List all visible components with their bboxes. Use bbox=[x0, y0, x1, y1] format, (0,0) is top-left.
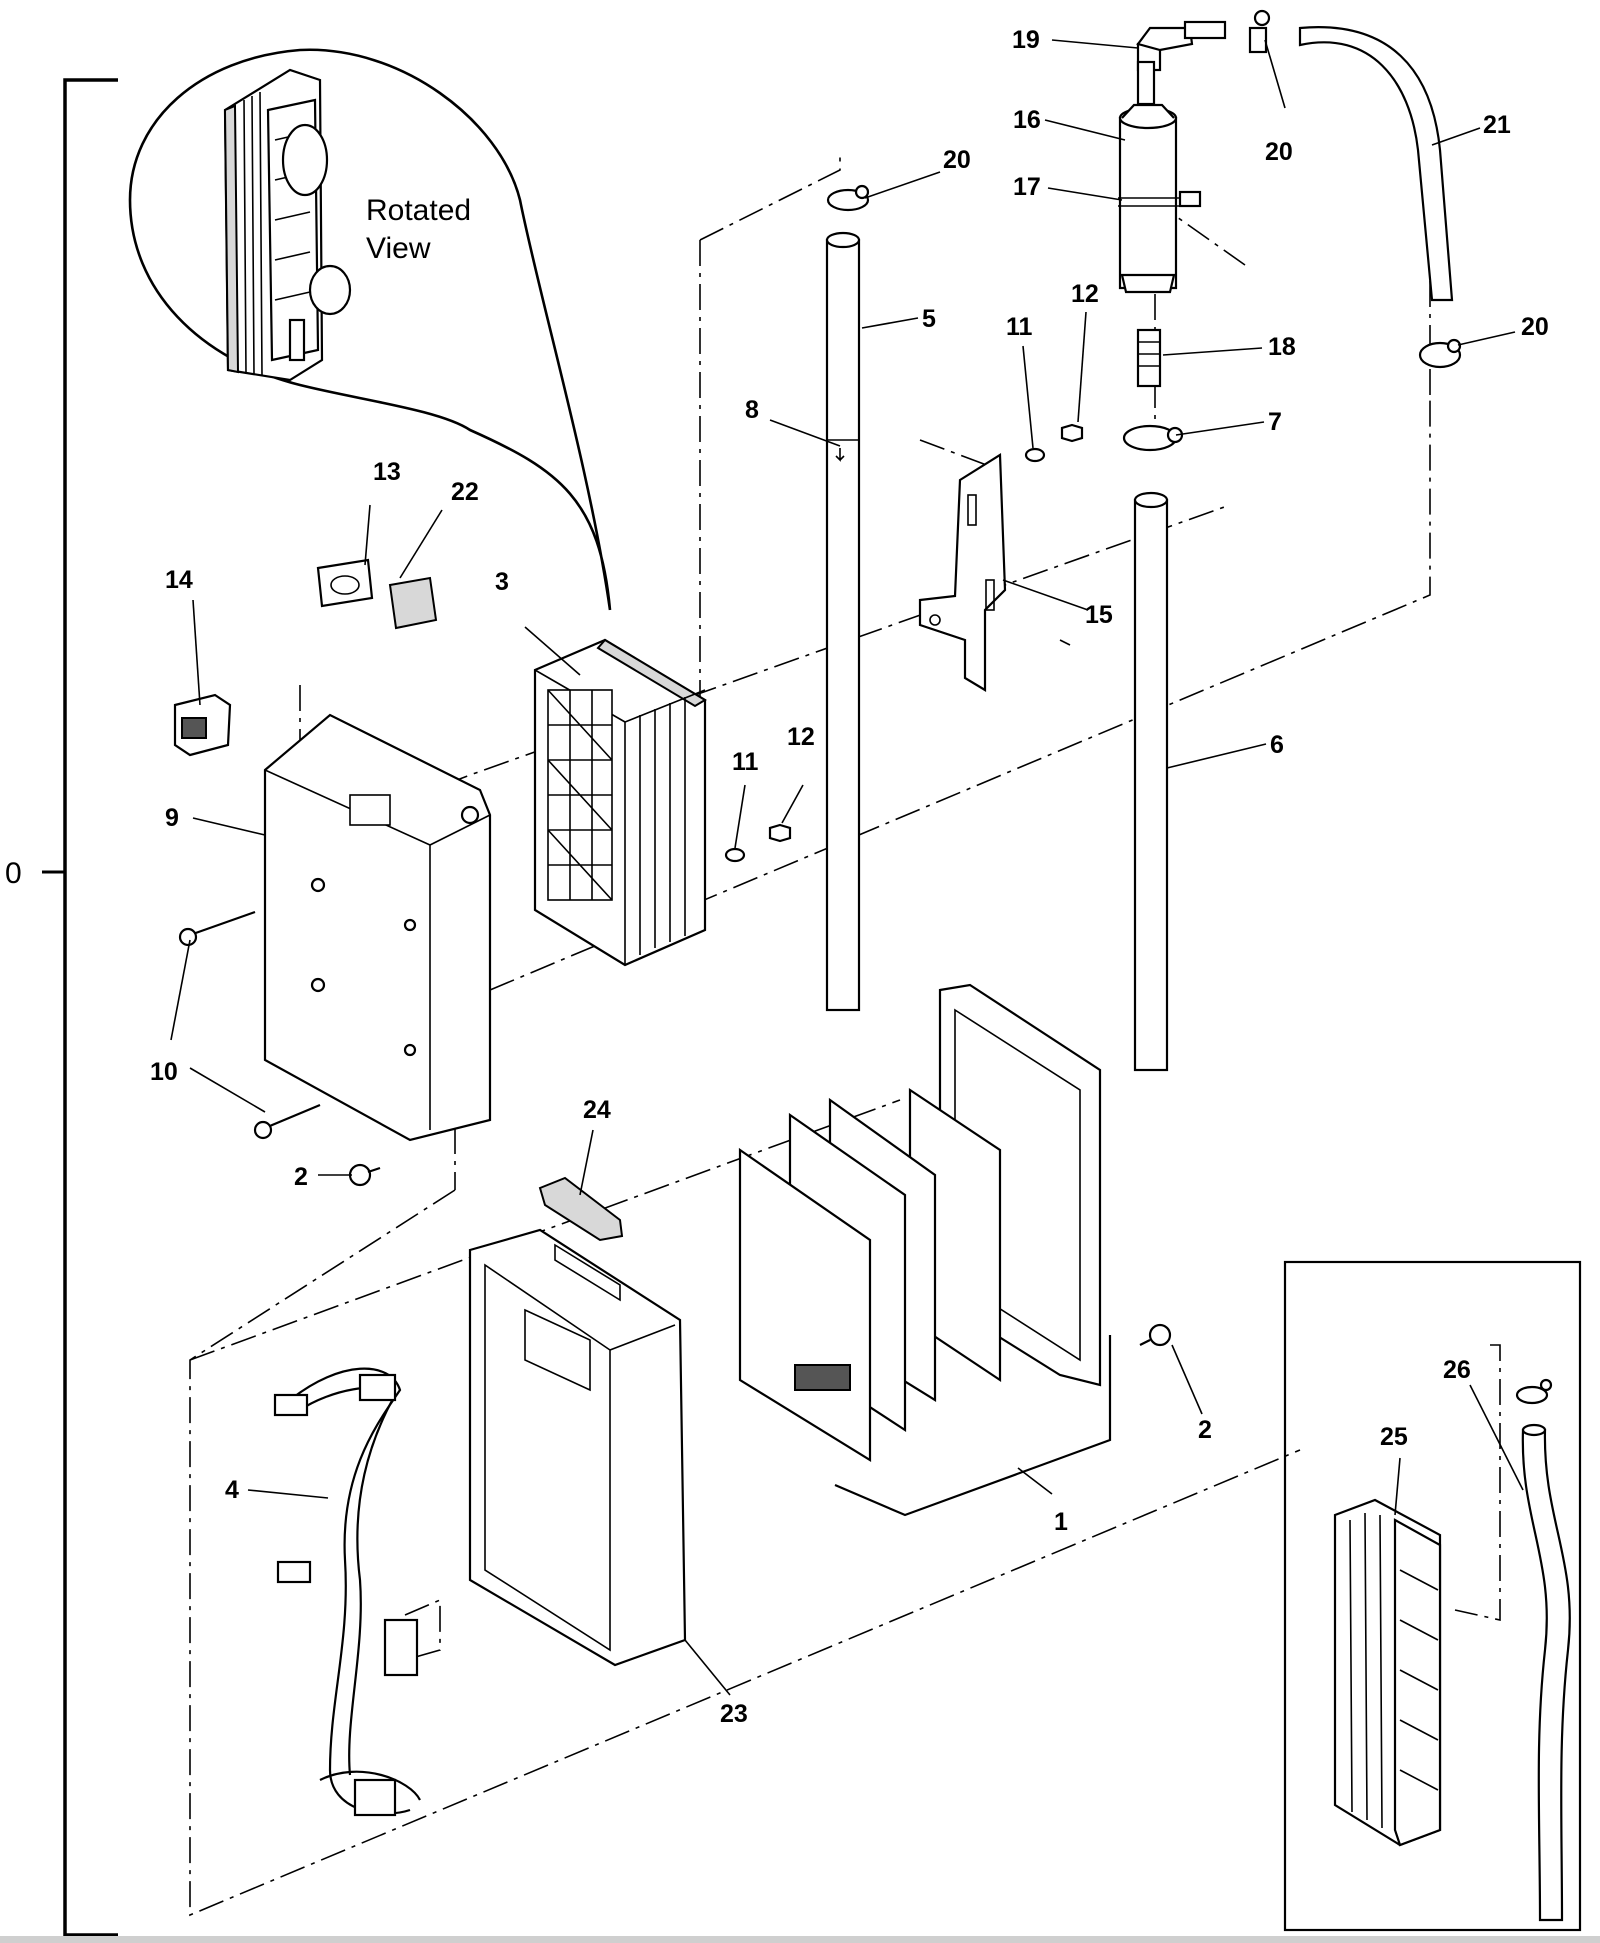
callout-21: 21 bbox=[1483, 111, 1511, 139]
callout-7: 7 bbox=[1268, 408, 1282, 436]
callout-24: 24 bbox=[583, 1096, 611, 1124]
part-base-23 bbox=[468, 1228, 687, 1667]
rotated-label-line1: Rotated bbox=[366, 194, 471, 227]
part-hose-26 bbox=[1515, 1378, 1571, 1922]
bottom-divider bbox=[0, 1936, 1600, 1943]
callout-19: 19 bbox=[1012, 26, 1040, 54]
part-bolt-10-upper bbox=[178, 910, 256, 947]
callout-6: 6 bbox=[1270, 731, 1284, 759]
leader-lines bbox=[170, 39, 1524, 1696]
callout-25: 25 bbox=[1380, 1423, 1408, 1451]
callout-20-left-tube: 20 bbox=[943, 146, 971, 174]
part-clamp-20-top bbox=[1248, 9, 1271, 54]
callout-20-hose: 20 bbox=[1521, 313, 1549, 341]
part-harness-4 bbox=[273, 1367, 421, 1817]
part-hose-21 bbox=[1298, 26, 1454, 302]
callout-10: 10 bbox=[150, 1058, 178, 1086]
part-nut-12-lower bbox=[768, 823, 792, 843]
callout-23: 23 bbox=[720, 1700, 748, 1728]
callout-12-lower: 12 bbox=[787, 723, 815, 751]
callout-9: 9 bbox=[165, 804, 179, 832]
rotated-module-illustration bbox=[223, 68, 352, 382]
part-screw-2-right bbox=[1139, 1323, 1172, 1347]
part-switch-14 bbox=[173, 693, 232, 757]
callout-8: 8 bbox=[745, 396, 759, 424]
callout-2-left: 2 bbox=[294, 1163, 308, 1191]
callout-3: 3 bbox=[495, 568, 509, 596]
assembly-bracket: 0 bbox=[5, 78, 118, 1937]
part-plate-kit-1 bbox=[738, 983, 1112, 1517]
callout-2-right: 2 bbox=[1198, 1416, 1212, 1444]
part-tube-6 bbox=[1133, 491, 1169, 1072]
part-washer-11-lower bbox=[724, 847, 746, 863]
callout-16: 16 bbox=[1013, 106, 1041, 134]
callout-14: 14 bbox=[165, 566, 193, 594]
part-washer-11-upper bbox=[1024, 447, 1046, 463]
callout-22: 22 bbox=[451, 478, 479, 506]
callout-17: 17 bbox=[1013, 173, 1041, 201]
part-clamp-7 bbox=[1122, 424, 1184, 452]
part-cover-9 bbox=[263, 713, 492, 1142]
part-bracket-15 bbox=[918, 453, 1007, 692]
part-nipple-18 bbox=[1136, 328, 1162, 388]
callout-13: 13 bbox=[373, 458, 401, 486]
part-tube-5 bbox=[825, 231, 861, 1012]
callout-18: 18 bbox=[1268, 333, 1296, 361]
part-bolt-10-lower bbox=[253, 1103, 321, 1140]
rotated-label-line2: View bbox=[366, 232, 431, 265]
part-handle-24 bbox=[538, 1176, 624, 1242]
callout-11-upper: 11 bbox=[1006, 313, 1033, 341]
part-module-25 bbox=[1333, 1498, 1442, 1847]
callout-5: 5 bbox=[922, 305, 936, 333]
part-screw-2-left bbox=[348, 1163, 381, 1187]
callout-20-top: 20 bbox=[1265, 138, 1293, 166]
rotated-view-bubble: Rotated View bbox=[128, 48, 612, 611]
part-label-13 bbox=[316, 558, 374, 608]
part-module-3 bbox=[533, 638, 707, 967]
callout-11-lower: 11 bbox=[732, 748, 759, 776]
part-clamp-20-left-tube bbox=[826, 184, 870, 212]
part-nut-12-upper bbox=[1060, 423, 1084, 443]
callout-15: 15 bbox=[1085, 601, 1113, 629]
part-label-22 bbox=[388, 576, 438, 630]
callout-26: 26 bbox=[1443, 1356, 1471, 1384]
inset-box bbox=[1283, 1260, 1582, 1932]
callout-12-upper: 12 bbox=[1071, 280, 1099, 308]
callout-1: 1 bbox=[1054, 1508, 1068, 1536]
part-filter-16 bbox=[1118, 60, 1178, 294]
callout-4: 4 bbox=[225, 1476, 239, 1504]
callout-labels: 1 2 2 3 4 5 6 7 8 9 10 11 11 12 12 13 14… bbox=[150, 26, 1549, 1728]
part-clamp-20-hose-right bbox=[1418, 338, 1462, 369]
assembly-index-label: 0 bbox=[5, 857, 22, 890]
part-band-clamp-17 bbox=[1118, 190, 1202, 208]
